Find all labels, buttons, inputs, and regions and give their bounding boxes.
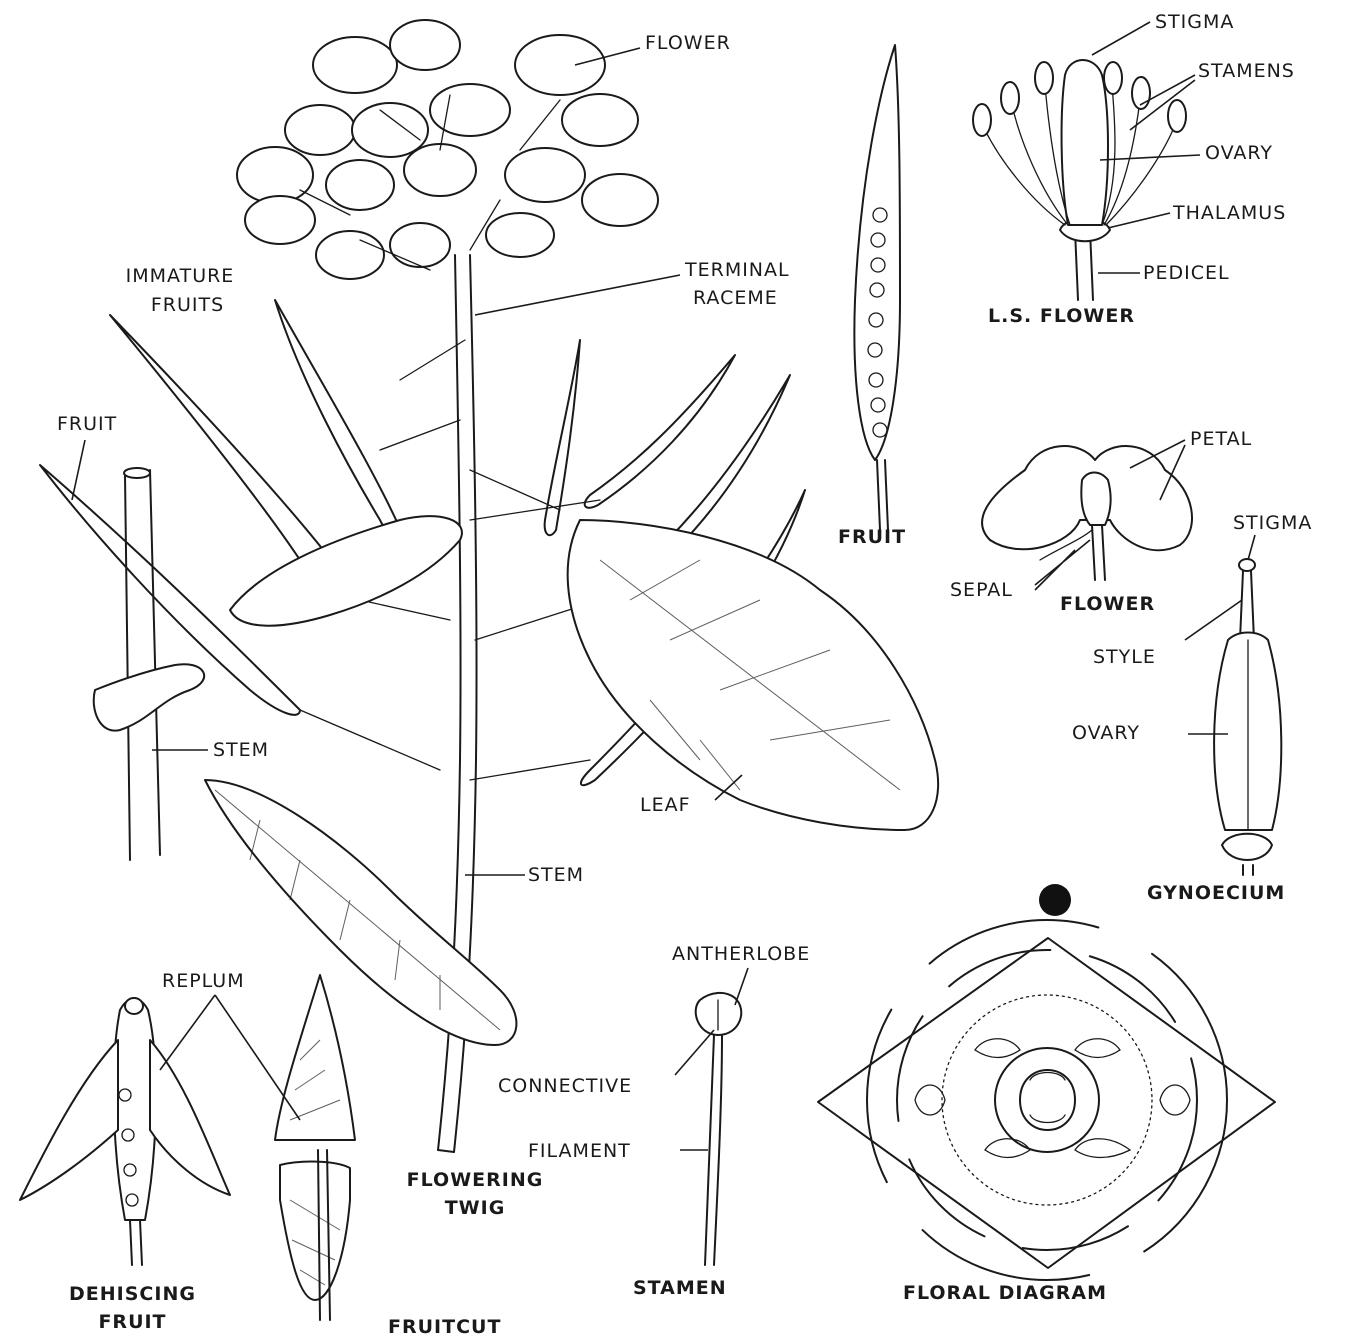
fruitcut-drawing bbox=[275, 975, 355, 1320]
terminal-raceme-flowers bbox=[237, 20, 658, 279]
label-fruit-mid: FRUIT bbox=[838, 527, 906, 549]
label-fruit-left: FRUIT bbox=[57, 414, 117, 436]
label-ls-flower: L.S. FLOWER bbox=[988, 306, 1135, 328]
stamen-drawing bbox=[696, 993, 742, 1265]
label-fruitcut: FRUITCUT bbox=[388, 1317, 501, 1339]
mother-axis-dot bbox=[1039, 884, 1071, 916]
label-replum: REPLUM bbox=[162, 971, 245, 993]
label-style: STYLE bbox=[1093, 647, 1156, 669]
immature-fruit-pod bbox=[275, 300, 405, 542]
label-terminal-raceme-line1: TERMINAL bbox=[685, 260, 790, 282]
label-immature-fruits-line2: FRUITS bbox=[100, 295, 275, 317]
label-dehiscing-fruit-line2: FRUIT bbox=[45, 1312, 220, 1334]
label-stamens: STAMENS bbox=[1198, 61, 1295, 83]
label-ovary-top: OVARY bbox=[1205, 143, 1273, 165]
flower-side-drawing bbox=[982, 446, 1192, 580]
label-flowering-twig-line2: TWIG bbox=[380, 1198, 570, 1220]
label-ovary-gynoecium: OVARY bbox=[1072, 723, 1140, 745]
label-stigma-top: STIGMA bbox=[1155, 12, 1234, 34]
fruit-siliqua-drawing bbox=[854, 45, 900, 530]
label-dehiscing-fruit-line1: DEHISCING bbox=[45, 1284, 220, 1306]
label-sepal: SEPAL bbox=[950, 580, 1013, 602]
label-stamen: STAMEN bbox=[633, 1278, 727, 1300]
floral-diagram-drawing bbox=[818, 884, 1275, 1280]
label-leaf: LEAF bbox=[640, 795, 691, 817]
label-stem-left: STEM bbox=[213, 740, 269, 762]
dehiscing-fruit-drawing bbox=[20, 998, 230, 1265]
label-floral-diagram: FLORAL DIAGRAM bbox=[903, 1283, 1107, 1305]
label-immature-fruits-line1: IMMATURE bbox=[100, 266, 260, 288]
label-antherlobe: ANTHERLOBE bbox=[672, 944, 810, 966]
label-terminal-raceme-line2: RACEME bbox=[693, 288, 778, 310]
label-thalamus: THALAMUS bbox=[1173, 203, 1286, 225]
label-pedicel: PEDICEL bbox=[1143, 263, 1230, 285]
immature-fruit-pod bbox=[585, 355, 735, 508]
leaf-drawing bbox=[568, 520, 938, 830]
gynoecium-drawing bbox=[1214, 559, 1281, 875]
label-flowering-twig-line1: FLOWERING bbox=[380, 1170, 570, 1192]
label-connective: CONNECTIVE bbox=[498, 1076, 632, 1098]
label-gynoecium: GYNOECIUM bbox=[1147, 883, 1285, 905]
label-petal: PETAL bbox=[1190, 429, 1252, 451]
label-stem-main: STEM bbox=[528, 865, 584, 887]
label-filament: FILAMENT bbox=[528, 1141, 631, 1163]
label-flower-top: FLOWER bbox=[645, 33, 731, 55]
label-stigma-gynoecium: STIGMA bbox=[1233, 513, 1312, 535]
label-flower-mid: FLOWER bbox=[1060, 594, 1155, 616]
